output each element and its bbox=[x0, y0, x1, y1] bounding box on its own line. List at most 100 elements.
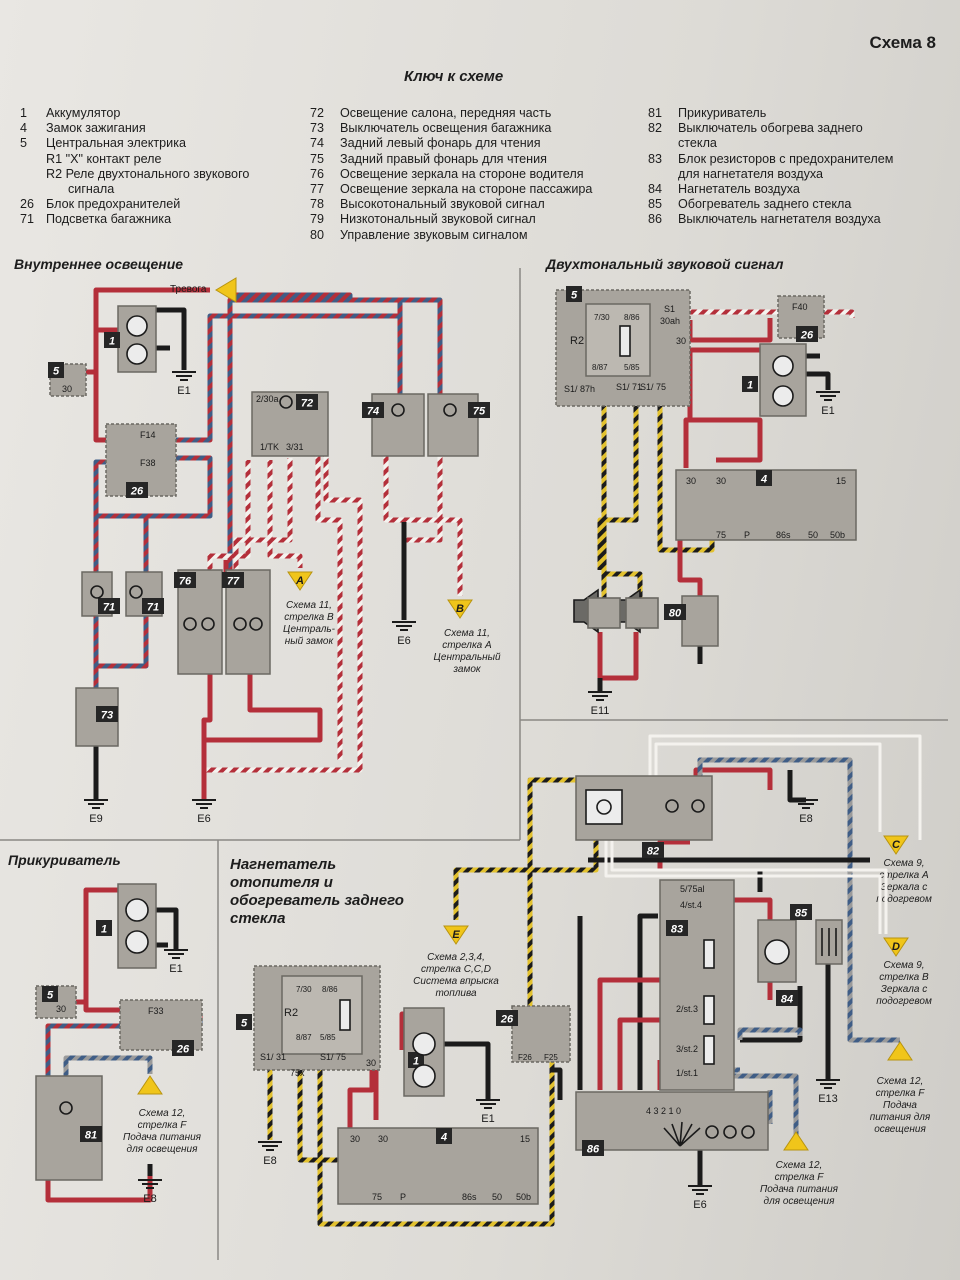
pin-label: 50 bbox=[492, 1192, 502, 1202]
component-tag-label: 80 bbox=[669, 608, 682, 620]
component-tag-label: 84 bbox=[781, 994, 793, 1006]
horn-relay bbox=[585, 303, 651, 377]
section-title-lighter: Прикуриватель bbox=[8, 852, 121, 868]
pin-label: S1/ 75 bbox=[640, 382, 666, 392]
component-tag-box bbox=[296, 394, 318, 410]
ground-label: E6 bbox=[397, 635, 410, 647]
reference-arrow-letter: A bbox=[295, 575, 304, 587]
reference-arrow-icon bbox=[443, 925, 469, 945]
component-tag-box bbox=[104, 332, 120, 348]
reference-arrow-icon bbox=[887, 1041, 913, 1061]
pin-label: 2/30a bbox=[256, 394, 279, 404]
pin-label: 50b bbox=[830, 530, 845, 540]
ground-label: E8 bbox=[263, 1155, 276, 1167]
ground-label: E1 bbox=[169, 963, 182, 975]
component-tag-box bbox=[142, 598, 164, 614]
ground-label: E8 bbox=[143, 1193, 156, 1205]
component-tag-box bbox=[408, 1052, 424, 1068]
reference-arrow-letter: B bbox=[456, 603, 464, 615]
component-tag-label: 5 bbox=[241, 1018, 248, 1030]
ground-label: E1 bbox=[177, 385, 190, 397]
bulb-icon bbox=[201, 617, 215, 631]
bulb-icon bbox=[183, 617, 197, 631]
component-tag-box bbox=[48, 362, 64, 378]
wires-interior bbox=[84, 287, 463, 800]
alarm-label: Тревога bbox=[170, 284, 207, 295]
ground-label: E1 bbox=[821, 405, 834, 417]
pin-label: 75 bbox=[372, 1192, 382, 1202]
component-tag-label: 73 bbox=[101, 710, 113, 722]
battery-minus-symbol bbox=[125, 930, 149, 954]
bulb-icon bbox=[443, 403, 457, 417]
pin-label: 1/TK bbox=[260, 442, 279, 452]
ground-label: E13 bbox=[818, 1093, 838, 1105]
component-tag-box bbox=[776, 990, 798, 1006]
bulb-icon bbox=[129, 585, 143, 599]
component-tag-label: 1 bbox=[413, 1056, 419, 1068]
ground-label: E11 bbox=[591, 705, 610, 717]
component-tag-label: 71 bbox=[103, 602, 115, 614]
component-tag-label: 1 bbox=[109, 336, 115, 348]
component-tag-box bbox=[664, 604, 686, 620]
component-tag-box bbox=[42, 986, 58, 1002]
pin-label: F26 bbox=[518, 1053, 532, 1062]
key-item: стекла bbox=[678, 136, 717, 151]
component-details bbox=[59, 315, 837, 1147]
component-tag-label: 26 bbox=[500, 1014, 514, 1026]
pin-label: 8/86 bbox=[624, 313, 640, 322]
battery-minus-symbol bbox=[772, 385, 794, 407]
component-tag-box bbox=[126, 482, 148, 498]
pin-label: 7/30 bbox=[296, 985, 312, 994]
pin-label: S1/ 75 bbox=[320, 1052, 346, 1062]
component-tag-label: 4 bbox=[760, 474, 767, 486]
component-tag-label: 4 bbox=[440, 1132, 447, 1144]
pin-label: F33 bbox=[148, 1006, 164, 1016]
reference-arrow-icon bbox=[215, 277, 237, 303]
relay-coil bbox=[339, 999, 351, 1031]
pin-label: 8/87 bbox=[592, 363, 608, 372]
reference-arrow-icon bbox=[137, 1075, 163, 1095]
pin-label: F14 bbox=[140, 430, 156, 440]
pin-label: 1/st.1 bbox=[676, 1068, 698, 1078]
pin-label: 30 bbox=[62, 384, 72, 394]
component-tag-label: 82 bbox=[647, 846, 659, 858]
bulb-icon bbox=[741, 1125, 755, 1139]
component-tag-label: 5 bbox=[53, 366, 60, 378]
component-boxes bbox=[35, 289, 857, 1205]
horn-high-body bbox=[587, 597, 621, 629]
reference-arrow-letter: E bbox=[452, 929, 460, 941]
resistor bbox=[703, 939, 715, 969]
horn-low-body bbox=[625, 597, 659, 629]
reference-arrow-icon bbox=[883, 835, 909, 855]
component-tag-box bbox=[742, 376, 758, 392]
pin-label: 4 3 2 1 0 bbox=[646, 1106, 681, 1116]
key-title: Ключ к схеме bbox=[404, 68, 504, 85]
pin-label: R2 bbox=[284, 1007, 298, 1019]
component-tag-box bbox=[436, 1128, 452, 1144]
pin-label: 15 bbox=[836, 476, 846, 486]
pin-label: 30 bbox=[56, 1004, 66, 1014]
pin-label: R2 bbox=[570, 335, 584, 347]
bulb-icon bbox=[59, 1101, 73, 1115]
section-title-interior: Внутреннее освещение bbox=[14, 256, 184, 272]
pin-label: P bbox=[744, 530, 750, 540]
ground-label: E8 bbox=[799, 813, 812, 825]
bulb-icon bbox=[90, 585, 104, 599]
bulb-icon bbox=[723, 1125, 737, 1139]
switch-fan-lines bbox=[663, 1121, 701, 1147]
reference-arrow-letter: D bbox=[892, 941, 900, 953]
component-tag-label: 5 bbox=[47, 990, 54, 1002]
component-tag-box bbox=[222, 572, 244, 588]
